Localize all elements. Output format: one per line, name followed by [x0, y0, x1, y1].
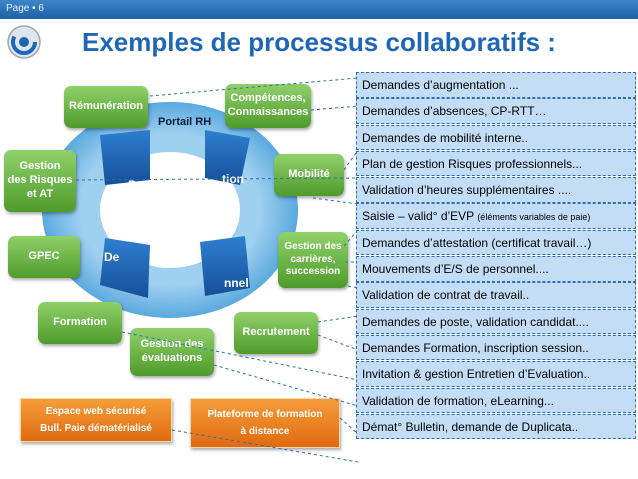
risques-box[interactable]: Gestion des Risques et AT	[4, 150, 76, 212]
remuneration-box[interactable]: Rémunération	[64, 86, 148, 128]
list-item[interactable]: Demandes d’augmentation ...	[356, 72, 636, 98]
quadrant-top-left	[100, 130, 150, 185]
center-label-nnel: nnel	[224, 276, 249, 290]
list-item[interactable]: Validation de contrat de travail..	[356, 282, 636, 308]
quadrant-bottom-right	[200, 236, 250, 296]
list-item[interactable]: Demandes Formation, inscription session.…	[356, 334, 636, 361]
gpec-box[interactable]: GPEC	[8, 236, 80, 278]
list-item[interactable]: Validation de formation, eLearning...	[356, 387, 636, 414]
page-title: Exemples de processus collaboratifs :	[82, 27, 556, 57]
logo-icon	[7, 25, 41, 59]
recrutement-box[interactable]: Recrutement	[234, 312, 318, 354]
carrieres-box[interactable]: Gestion des carrières, succession	[278, 232, 348, 288]
formation-box[interactable]: Formation	[38, 302, 122, 344]
quadrant-bottom-left	[100, 238, 150, 298]
cycle-diagram	[42, 102, 298, 318]
center-label-tion: tion	[222, 172, 244, 186]
espace-web-box[interactable]: Espace web sécurisé Bull. Paie dématéria…	[20, 398, 172, 442]
mobilite-box[interactable]: Mobilité	[274, 154, 344, 196]
list-item[interactable]: Demandes de poste, validation candidat..…	[356, 308, 636, 335]
list-item[interactable]: Démat° Bulletin, demande de Duplicata..	[356, 413, 636, 440]
list-item[interactable]: Plan de gestion Risques professionnels..…	[356, 150, 636, 177]
list-item[interactable]: Saisie – valid° d’EVP (éléments variable…	[356, 203, 636, 229]
process-list: Demandes d’augmentation ... Demandes d’a…	[356, 72, 636, 440]
list-item[interactable]: Validation d’heures supplémentaires ....	[356, 177, 636, 203]
list-item[interactable]: Demandes d’attestation (certificat trava…	[356, 229, 636, 256]
center-label-pa: Pa	[128, 178, 143, 192]
list-item[interactable]: Mouvements d’E/S de personnel....	[356, 256, 636, 282]
page-number: Page • 6	[6, 3, 44, 14]
top-bar: Page • 6	[0, 0, 638, 19]
competences-box[interactable]: Compétences, Connaissances	[225, 84, 311, 128]
list-item[interactable]: Demandes d’absences, CP-RTT…	[356, 98, 636, 124]
list-item[interactable]: Invitation & gestion Entretien d’Evaluat…	[356, 361, 636, 387]
center-label-portail: Portail RH	[158, 116, 212, 128]
quadrant-top-right	[205, 130, 250, 185]
list-item[interactable]: Demandes de mobilité interne..	[356, 124, 636, 151]
evaluations-box[interactable]: Gestion des évaluations	[130, 328, 214, 376]
center-label-de: De	[104, 250, 120, 264]
plateforme-formation-box[interactable]: Plateforme de formation à distance	[190, 398, 340, 448]
